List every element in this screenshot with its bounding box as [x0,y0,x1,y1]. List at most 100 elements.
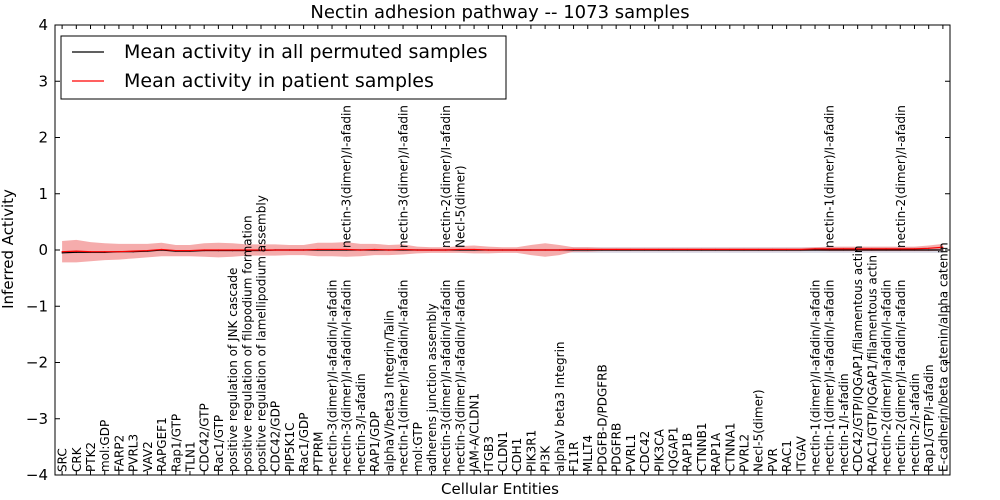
x-category-label-upper: nectin-3(dimer)/I-afadin [397,105,411,248]
series-1-point [842,248,845,250]
x-category-label: positive regulation of lamellipodium ass… [254,195,268,472]
series-1-point [203,249,205,251]
series-1-point [288,249,291,251]
series-0-point [75,251,77,253]
series-0-point [942,249,944,251]
y-tick-label: −4 [26,466,48,484]
x-category-label: PVRL2 [738,434,752,472]
series-1-point [430,249,433,251]
x-category-label: Rac1/GDP [297,413,311,472]
series-1-point [260,249,262,251]
series-1-point [75,250,77,252]
y-tick-label: −2 [26,354,48,372]
series-1-point [246,249,248,251]
x-category-label: nectin-1/I-afadin [837,373,851,472]
y-tick-label: 1 [38,185,48,203]
series-1-point [672,248,674,251]
x-category-label-upper: Necl-5(dimer) [453,165,467,248]
series-1-point [189,249,191,252]
series-1-point [729,248,731,251]
x-category-label: nectin-1(dimer)/I-afadin/I-afadin [397,280,411,472]
x-category-label: VAV2 [141,441,155,472]
x-axis-label: Cellular Entities [441,480,559,498]
y-tick-label: −3 [26,410,48,428]
y-axis-label: Inferred Activity [0,189,17,309]
series-1-point [317,248,319,251]
x-category-label: nectin-2(dimer)/I-afadin/I-afadin [894,280,908,472]
x-category-label-upper: nectin-2(dimer)/I-afadin [894,105,908,248]
series-1-point [217,249,219,251]
x-category-label: IQGAP1 [666,427,680,472]
x-category-label: E-cadherin/beta catenin/alpha catenin [936,242,950,472]
x-category-label: PVRL3 [127,434,141,472]
x-category-label: ITGB3 [482,436,496,472]
series-1-point [572,248,575,251]
x-category-label: PVRL1 [624,434,638,472]
series-1-point [303,249,305,251]
series-1-point [587,248,589,251]
x-category-label: PTPRM [311,432,325,473]
y-tick-label: 0 [38,241,48,259]
x-category-label: PTK2 [84,442,98,472]
series-1-point [516,249,518,251]
series-1-point [132,250,134,252]
series-1-point [89,251,92,253]
x-category-label: nectin-1(dimer)/I-afadin/I-afadin [809,280,823,472]
x-category-label: CLDN1 [496,431,510,472]
x-category-label: JAM-A/CLDN1 [468,393,482,473]
series-1-point [800,248,802,251]
legend-box [60,35,507,100]
series-1-point [374,248,376,251]
series-1-point [388,249,390,251]
x-category-label: RAP1B [681,433,695,472]
series-1-point [445,249,447,251]
series-1-point [686,248,688,251]
x-category-label: mol:GTP [411,422,425,472]
x-category-label: mol:GDP [98,420,112,472]
series-1-point [118,251,120,253]
chart-title: Nectin adhesion pathway -- 1073 samples [310,2,689,23]
x-category-label-upper: nectin-2(dimer)/I-afadin [439,105,453,248]
x-category-label: Necl-5(dimer) [752,389,766,472]
x-category-label: CTNNA1 [723,422,737,472]
series-1-point [700,248,702,251]
series-0-point [61,252,63,254]
y-tick-label: −1 [26,297,48,315]
x-category-label: RAP1A [709,432,723,472]
series-0-point [828,249,830,251]
series-1-point [231,249,234,251]
x-category-label: nectin-2/I-afadin [908,373,922,472]
series-1-point [175,249,177,252]
plot-frame [54,24,951,476]
series-1-band [62,239,943,263]
x-category-label: positive regulation of JNK cascade [226,268,240,472]
series-1-point [714,248,717,251]
series-1-point [473,248,475,251]
x-category-label: CRK [70,446,84,472]
series-1-point [885,248,887,250]
x-category-label: nectin-3(dimer)/I-afadin/I-afadin [326,280,340,472]
series-1-point [416,249,418,251]
series-1-point [501,249,504,251]
series-1-point [359,249,362,251]
x-category-label: nectin-1(dimer)/I-afadin/I-afadin [823,280,837,472]
series-1-point [544,249,546,251]
series-1-point [274,249,276,251]
series-1-point [771,248,774,251]
series-0-point [814,249,816,251]
x-category-label: nectin-3(dimer)/I-afadin/I-afadin [439,280,453,472]
x-category-label: RAP1/GDP [368,411,382,472]
series-1-point [104,251,106,253]
x-category-label: nectin-3(dimer)/I-afadin/I-afadin [340,280,354,472]
legend-label-0: Mean activity in all permuted samples [124,41,487,63]
x-category-label: nectin-2(dimer)/I-afadin/I-afadin [880,280,894,472]
series-0-point [913,249,916,251]
x-category-label: RAPGEF1 [155,417,169,472]
series-1-point [814,248,816,250]
x-category-label: RAC1 [780,440,794,472]
x-category-label: PDGFB-D/PDGFRB [595,364,609,472]
series-0-point [857,249,859,251]
y-tick-label: 2 [38,129,48,147]
